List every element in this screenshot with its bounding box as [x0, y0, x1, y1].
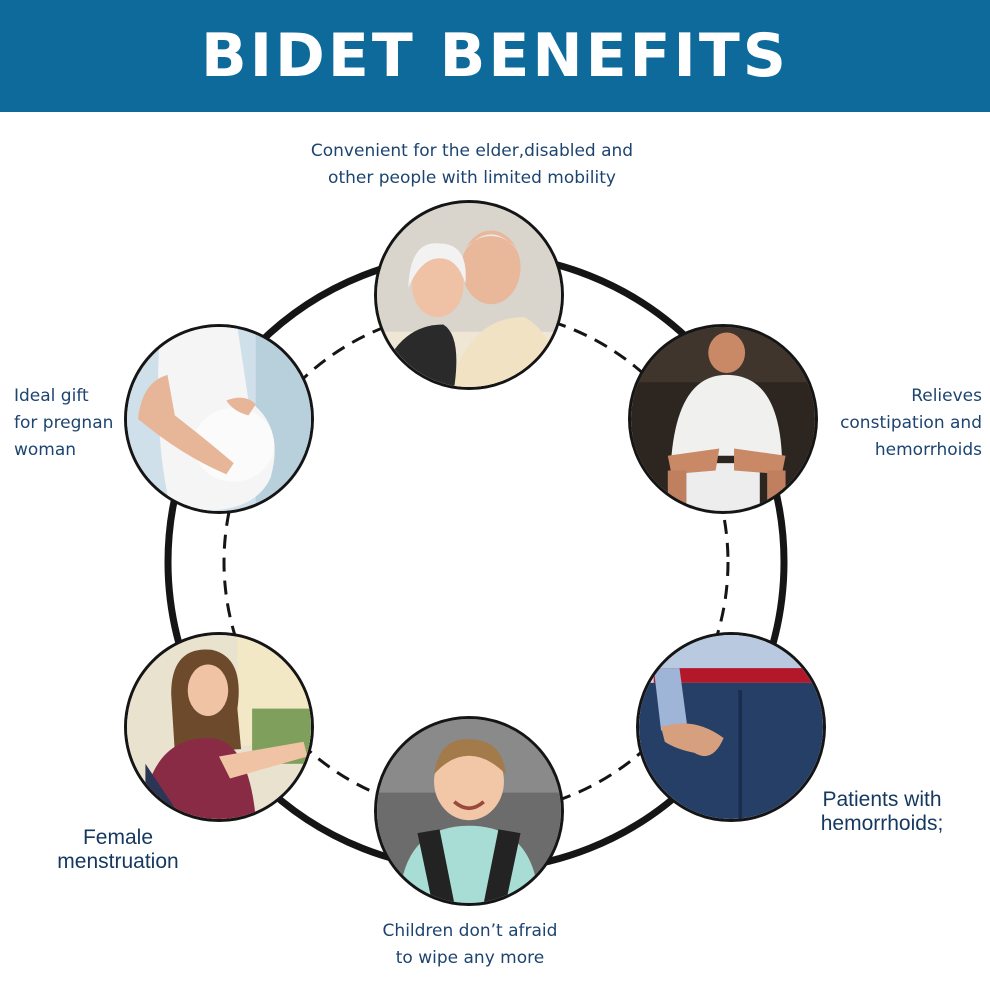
benefit-elderly-label: Convenient for the elder,disabled and ot…	[0, 138, 944, 192]
benefit-children-line-2: to wipe any more	[395, 948, 545, 968]
benefit-menstruation-line-1: Female	[82, 826, 154, 849]
benefit-children-line-1: Children don’t afraid	[382, 921, 558, 941]
benefit-constipation-line-1: Relieves	[911, 386, 982, 406]
man-on-toilet-photo	[628, 324, 818, 514]
man-holding-back-photo	[636, 632, 826, 822]
benefit-constipation-label: Relieves constipation and hemorrhoids	[840, 383, 982, 464]
benefit-children-label: Children don’t afraid to wipe any more	[320, 918, 620, 972]
elderly-couple-photo	[374, 200, 564, 390]
benefit-elderly-line-1: Convenient for the elder,disabled and	[310, 141, 634, 161]
relaxed-woman-photo	[124, 632, 314, 822]
pregnant-woman-photo	[124, 324, 314, 514]
smiling-toddler-photo	[374, 716, 564, 906]
benefit-patients-line-2: hemorrhoids;	[820, 812, 944, 835]
benefit-patients-label: Patients with hemorrhoids;	[802, 788, 962, 836]
benefit-pregnant-line-1: Ideal gift	[14, 386, 89, 406]
title-banner: BIDET BENEFITS	[0, 0, 990, 112]
benefit-pregnant-label: Ideal gift for pregnan woman	[14, 383, 124, 464]
benefit-menstruation-label: Female menstruation	[38, 826, 198, 874]
benefit-menstruation-line-2: menstruation	[57, 850, 179, 873]
benefit-pregnant-line-3: woman	[14, 440, 77, 460]
benefit-patients-line-1: Patients with	[822, 788, 942, 811]
benefit-constipation-line-3: hemorrhoids	[874, 440, 982, 460]
benefit-elderly-line-2: other people with limited mobility	[328, 168, 616, 188]
benefit-constipation-line-2: constipation and	[840, 413, 982, 433]
benefit-pregnant-line-2: for pregnan	[14, 413, 114, 433]
page-title: BIDET BENEFITS	[200, 21, 790, 91]
